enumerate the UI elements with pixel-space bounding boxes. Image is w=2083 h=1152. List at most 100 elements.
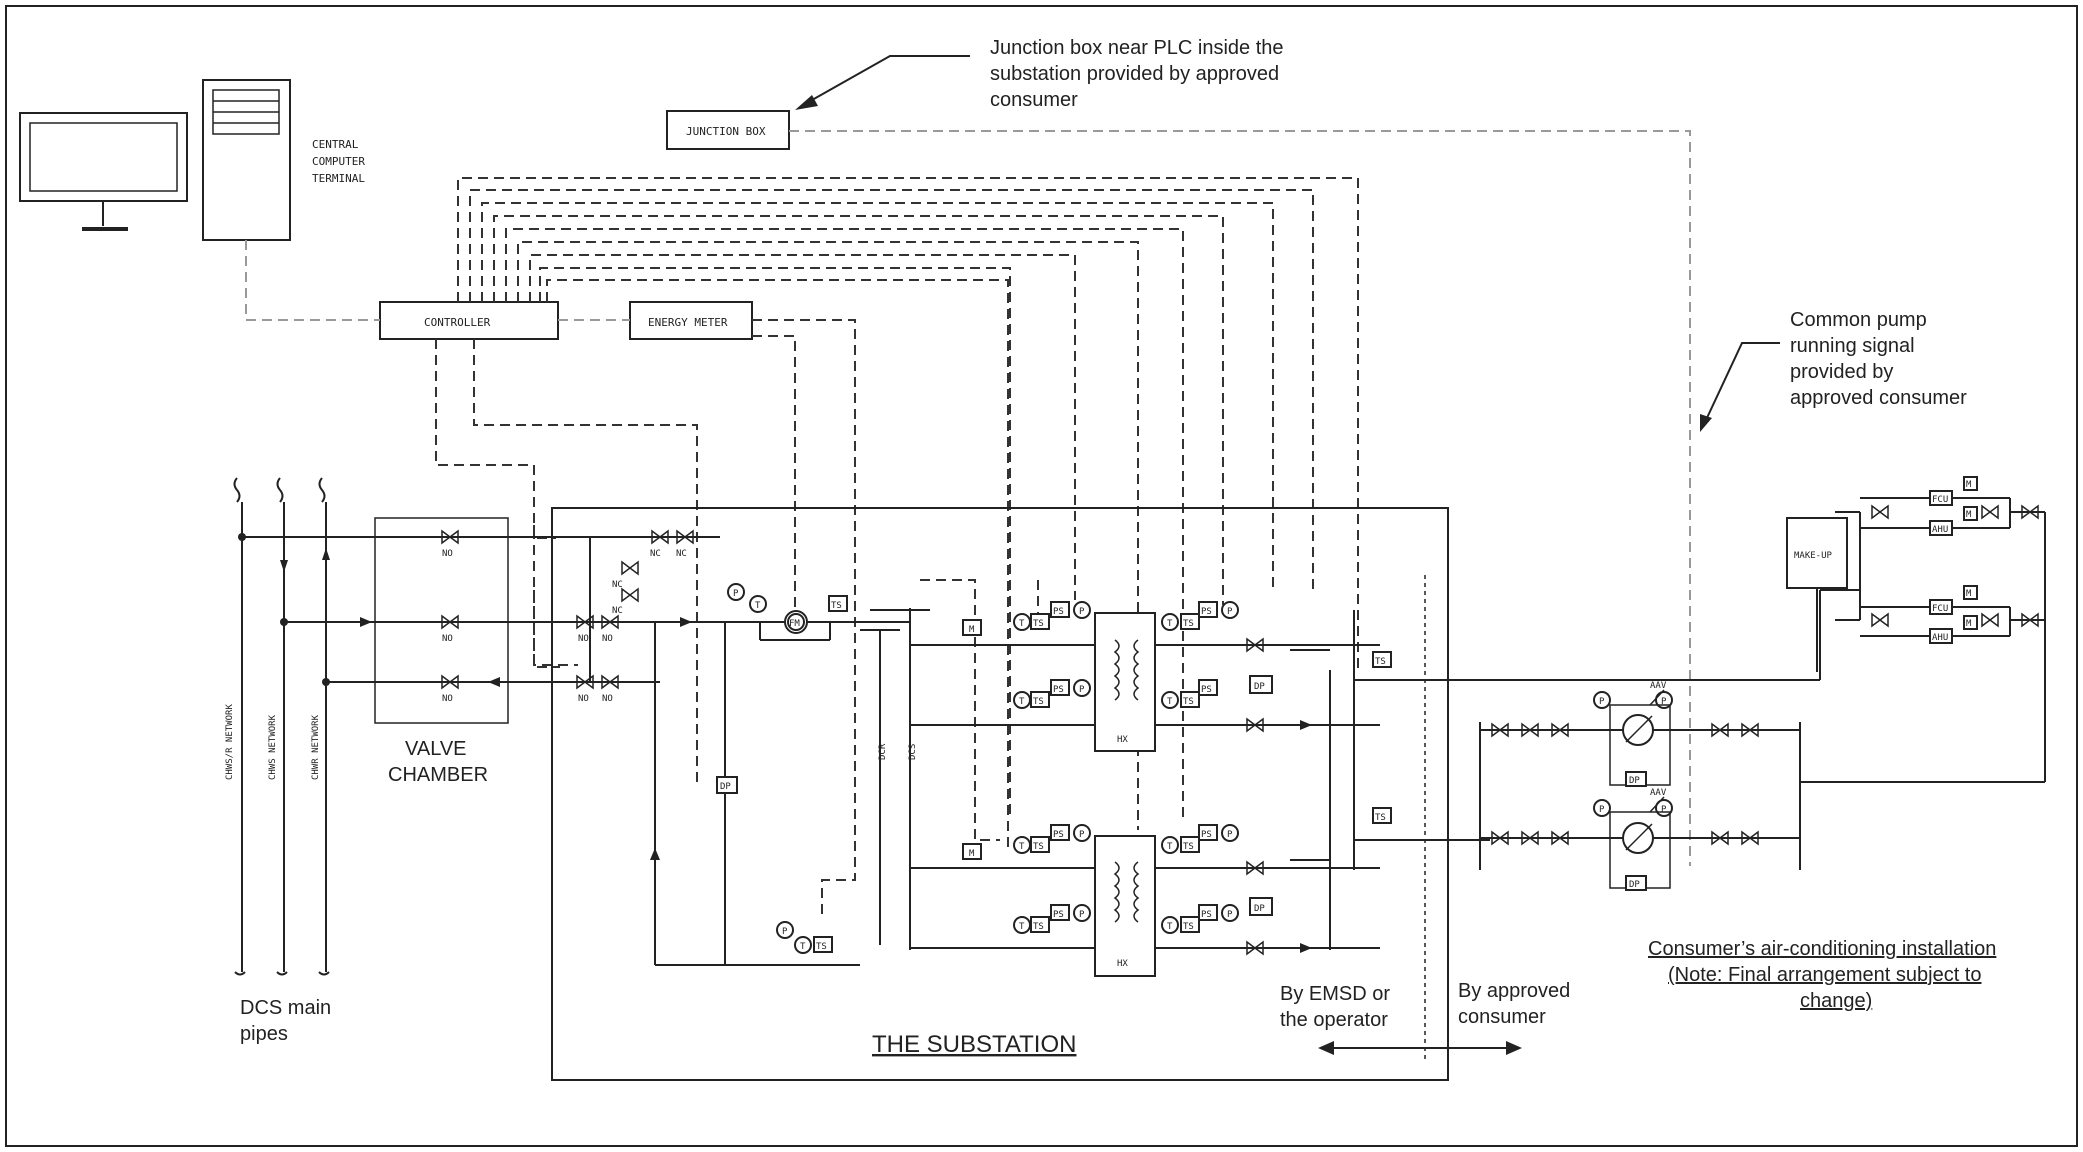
valve-symbol [1551, 722, 1569, 738]
m-label-1: M [1966, 480, 1972, 490]
instrument-p-label: P [1227, 607, 1233, 617]
instrument-p-label: P [1079, 685, 1085, 695]
by-emsd-line-1: By EMSD or [1280, 983, 1390, 1005]
instrument-ps-label: PS [1201, 910, 1212, 920]
valve-symbol [1871, 504, 1889, 520]
consumer-piping [1479, 589, 2046, 870]
heat-exchanger-1 [1060, 612, 1190, 752]
pump-1 [1609, 689, 1671, 786]
instrument-ts-tag: TS [1180, 836, 1200, 853]
instrument-p-tag: P [1073, 679, 1091, 697]
valve-symbol [2021, 612, 2039, 628]
isolation-valves [441, 504, 2039, 956]
instrument-p-tag: P [1073, 824, 1091, 842]
consumer-installation-line-3: change) [1800, 990, 1872, 1012]
junction-note-line-1: Junction box near PLC inside the [990, 37, 1284, 59]
m-label-4: M [1966, 619, 1972, 629]
dp-label-5: DP [1629, 880, 1640, 890]
instrument-ts-tag: TS [1030, 916, 1050, 933]
central-computer-label-1: CENTRAL [312, 138, 359, 151]
valve-symbol [1981, 504, 1999, 520]
ts-box-2 [1372, 807, 1392, 824]
valve-symbol [1246, 940, 1264, 956]
valve-chamber-lines [238, 533, 910, 687]
valve-symbol [576, 614, 594, 630]
valve-symbol [1551, 830, 1569, 846]
instrument-t-label: T [1167, 922, 1173, 932]
instrument-p-label: P [1079, 910, 1085, 920]
network-label-1: CHWS/R NETWORK [225, 704, 235, 780]
fcu-box-2 [1929, 599, 1953, 615]
nc-label-2: NC [676, 549, 687, 559]
valve-symbol [1711, 722, 1729, 738]
pump-note-line-2: running signal [1790, 335, 1915, 357]
instrument-ts-label: TS [1183, 697, 1194, 707]
valve-symbol [2021, 504, 2039, 520]
instrument-ps-label: PS [1053, 830, 1064, 840]
instrument-m-label: M [969, 625, 975, 635]
m-label-2: M [1966, 510, 1972, 520]
make-up-label: MAKE-UP [1794, 551, 1833, 561]
nc-label-3: NC [612, 580, 623, 590]
valve-symbol [1246, 717, 1264, 733]
dp-label-2: DP [1254, 682, 1265, 692]
make-up-box [1786, 517, 1848, 589]
network-label-3: CHWR NETWORK [311, 714, 321, 780]
ts-box-1 [1372, 651, 1392, 668]
instrument-ps-tag: PS [1050, 679, 1070, 696]
instrument-t-label: T [1167, 697, 1173, 707]
valve-chamber-label-1: VALVE [405, 738, 467, 760]
instrument-ps-label: PS [1201, 685, 1212, 695]
instrument-ps-label: PS [1053, 607, 1064, 617]
instrument-p-tag: P [1221, 601, 1239, 619]
instrument-p-tag: P [1073, 601, 1091, 619]
instrument-ts-label: TS [1033, 697, 1044, 707]
instrument-m-label: M [969, 849, 975, 859]
instrument-p-tag: P [1655, 691, 1673, 709]
no-label-6: NO [578, 694, 589, 704]
dcs-label: DCS [908, 744, 918, 760]
valve-symbol [1521, 830, 1539, 846]
junction-box [666, 110, 790, 150]
valve-chamber-label-2: CHAMBER [388, 764, 488, 786]
no-label-2: NO [442, 634, 453, 644]
consumer-installation-line-1: Consumer’s air-conditioning installation [1648, 938, 1996, 960]
ts-label-2: TS [1375, 813, 1386, 823]
dcs-main-pipes-label-2: pipes [240, 1023, 288, 1045]
instrument-p-label: P [1079, 607, 1085, 617]
dp-box-3 [1249, 897, 1273, 916]
instrument-t-label: T [755, 601, 761, 611]
junction-note-line-3: consumer [990, 89, 1078, 111]
consumer-installation-line-2: (Note: Final arrangement subject to [1668, 964, 1982, 986]
no-label-1: NO [442, 549, 453, 559]
instrument-ts-label: TS [831, 601, 842, 611]
dp-box-2 [1249, 675, 1273, 694]
valve-chamber-box [374, 517, 509, 724]
instrument-ts-label: TS [1033, 842, 1044, 852]
heat-exchanger-2 [1094, 835, 1156, 977]
instrument-ts-label: TS [1183, 922, 1194, 932]
instrument-p-label: P [1227, 830, 1233, 840]
valve-symbol [601, 674, 619, 690]
instrument-ps-tag: PS [1050, 904, 1070, 921]
no-label-5: NO [602, 634, 613, 644]
valve-symbol [621, 560, 639, 576]
instrument-t-label: T [800, 942, 806, 952]
computer-signal-line [245, 240, 380, 321]
instrument-p-label: P [1661, 805, 1667, 815]
outer-border [5, 5, 2078, 1147]
m-box-1 [1963, 476, 1978, 491]
instrument-ts-label: TS [816, 942, 827, 952]
junction-note-arrow [804, 55, 970, 105]
instrument-t-tag: T [1161, 836, 1179, 854]
controller-label: CONTROLLER [424, 316, 491, 329]
pump-note-line-4: approved consumer [1790, 387, 1967, 409]
instrument-ps-tag: PS [1198, 824, 1218, 841]
valve-symbol [621, 587, 639, 603]
valve-symbol [601, 614, 619, 630]
hx-label-1: HX [1117, 735, 1128, 745]
aav-label-1: AAV [1650, 681, 1667, 691]
instrument-m-tag: M [962, 843, 982, 860]
instrument-ps-tag: PS [1050, 824, 1070, 841]
